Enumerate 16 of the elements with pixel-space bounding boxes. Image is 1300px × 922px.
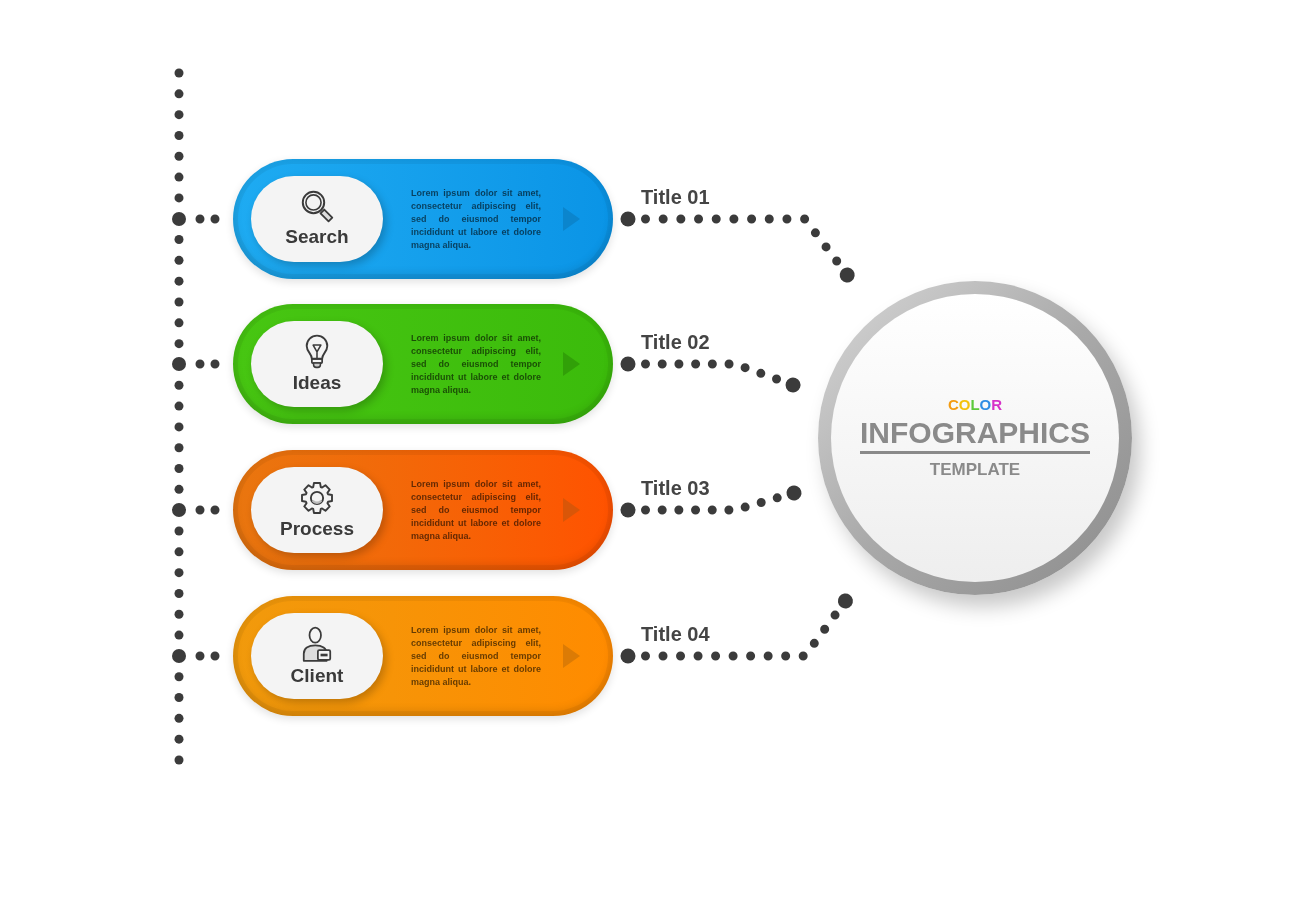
step-label: Process: [280, 517, 354, 540]
title-text: INFOGRAPHICS: [860, 417, 1090, 454]
dotted-line: [172, 66, 186, 767]
label-pill: [251, 467, 383, 553]
step-label: Search: [285, 226, 349, 248]
label-pill: [251, 321, 383, 407]
kicker-text: COLOR: [947, 396, 1003, 413]
description-text: Lorem ipsum dolor sit amet, consectetur adipiscing elit, sed do eiusmod tempor incididunt ut labore et dolore magna aliqua.: [411, 331, 541, 397]
subtitle-text: TEMPLATE: [929, 460, 1021, 480]
description-text: Lorem ipsum dolor sit amet, consectetur adipiscing elit, sed do eiusmod tempor incididunt ut labore et dolore magna aliqua.: [411, 477, 541, 543]
description-text: Lorem ipsum dolor sit amet, consectetur adipiscing elit, sed do eiusmod tempor incididunt ut labore et dolore magna aliqua.: [411, 186, 541, 252]
description-text: Lorem ipsum dolor sit amet, consectetur adipiscing elit, sed do eiusmod tempor incididunt ut labore et dolore magna aliqua.: [411, 623, 541, 689]
label-pill: [251, 613, 383, 699]
step-label: Ideas: [292, 372, 342, 394]
step-label: Client: [290, 664, 344, 687]
label-pill: [251, 176, 383, 262]
